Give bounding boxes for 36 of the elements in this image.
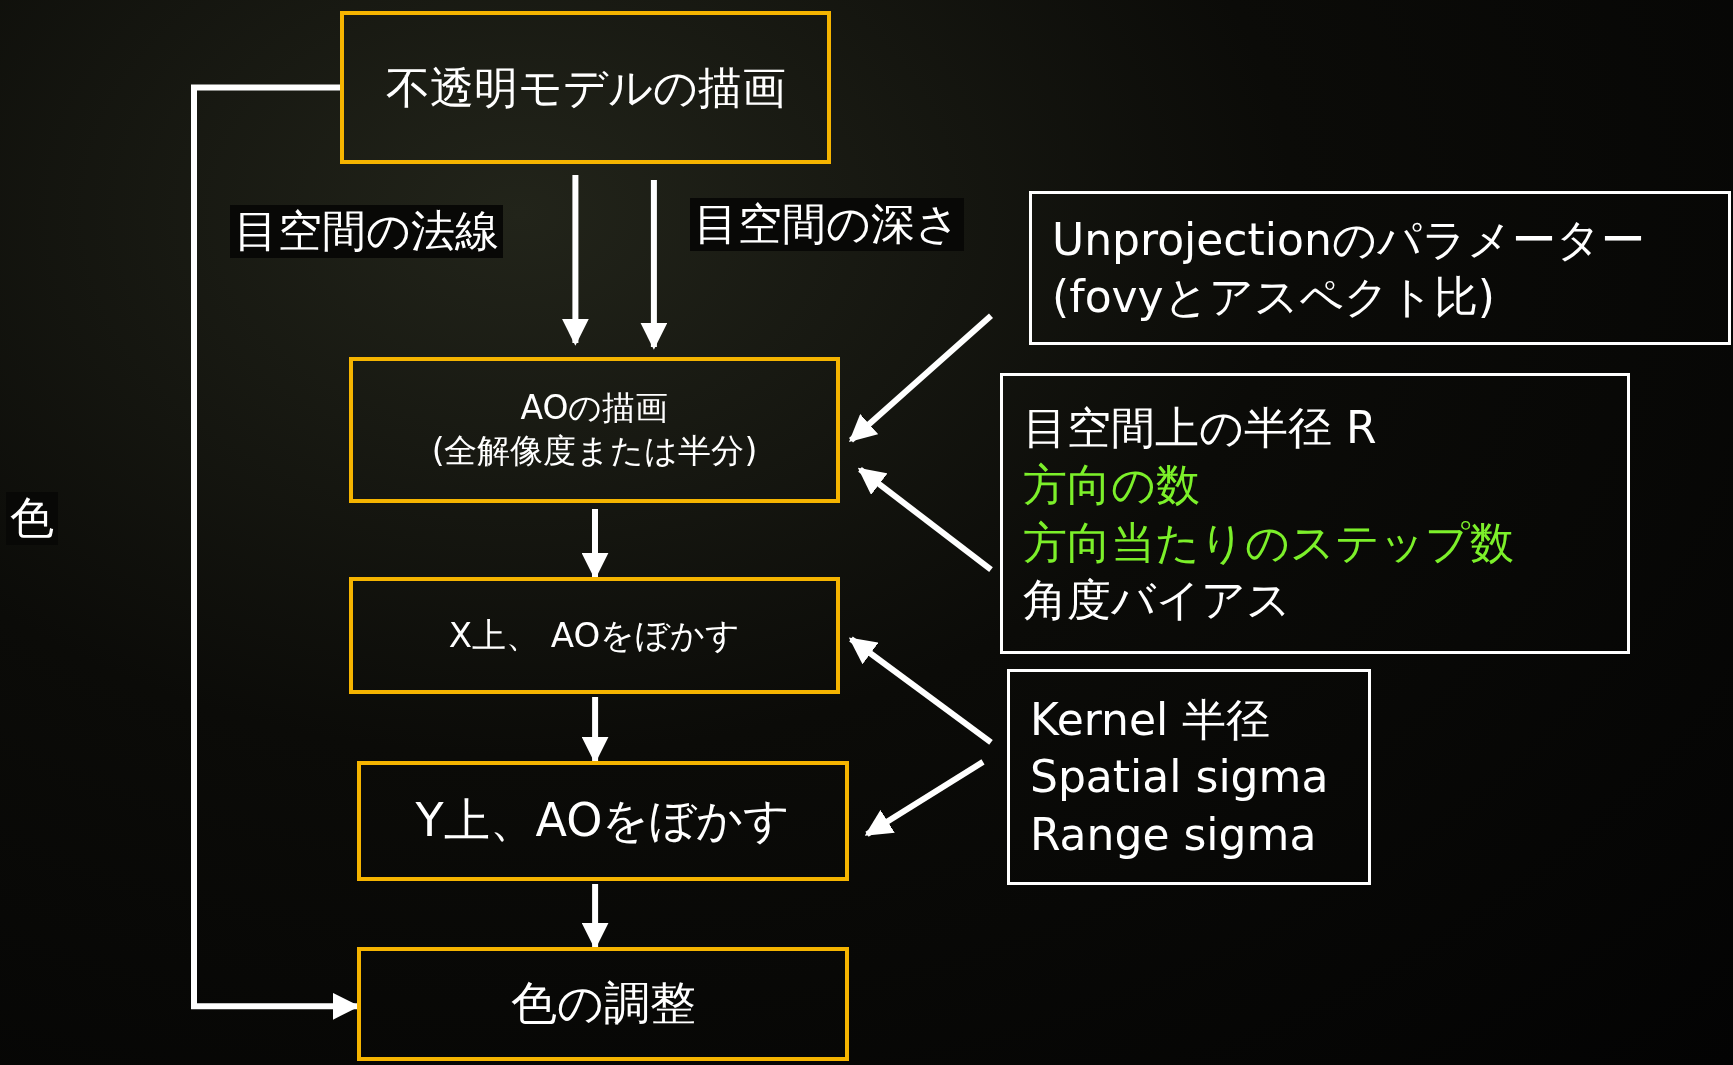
step-label: AOの描画 [520, 387, 669, 430]
edge-label: 目空間の深さ [690, 198, 964, 251]
parameter-text: (fovyとアスペクト比) [1052, 270, 1495, 324]
step-label: 色の調整 [510, 975, 696, 1033]
parameter-text: 角度バイアス [1023, 572, 1291, 627]
step-label: X上、 AOをぼかす [448, 614, 741, 658]
process-box [349, 577, 840, 694]
parameter-text: Kernel 半径 [1030, 693, 1271, 748]
process-box [357, 761, 849, 881]
arrow [581, 884, 609, 950]
arrow [857, 467, 993, 573]
arrow [640, 180, 668, 350]
parameter-text: 方向当たりのステップ数 [1023, 515, 1514, 570]
arrow [581, 697, 609, 764]
arrow [849, 313, 993, 443]
parameter-box [1029, 191, 1731, 345]
arrow [864, 759, 985, 837]
step-label: (全解像度または半分) [431, 430, 758, 472]
parameter-text: Range sigma [1030, 807, 1317, 862]
process-box [340, 11, 831, 164]
parameter-text: Unprojectionのパラメーター [1052, 212, 1645, 267]
parameter-text: 方向の数 [1023, 458, 1200, 513]
step-label: Y上、AOをぼかす [415, 792, 791, 850]
step-label: 不透明モデルの描画 [385, 60, 786, 115]
arrow [561, 175, 589, 346]
process-box [349, 357, 840, 503]
parameter-box [1007, 669, 1371, 885]
process-box [357, 947, 849, 1061]
parameter-box [1000, 373, 1630, 654]
parameter-text: 目空間上の半径 R [1023, 401, 1377, 456]
arrow [581, 509, 609, 580]
edge-label: 目空間の法線 [230, 205, 503, 258]
arrow [848, 636, 993, 745]
edge-label: 色 [6, 492, 58, 545]
parameter-text: Spatial sigma [1030, 750, 1329, 805]
arrow [191, 84, 360, 1020]
